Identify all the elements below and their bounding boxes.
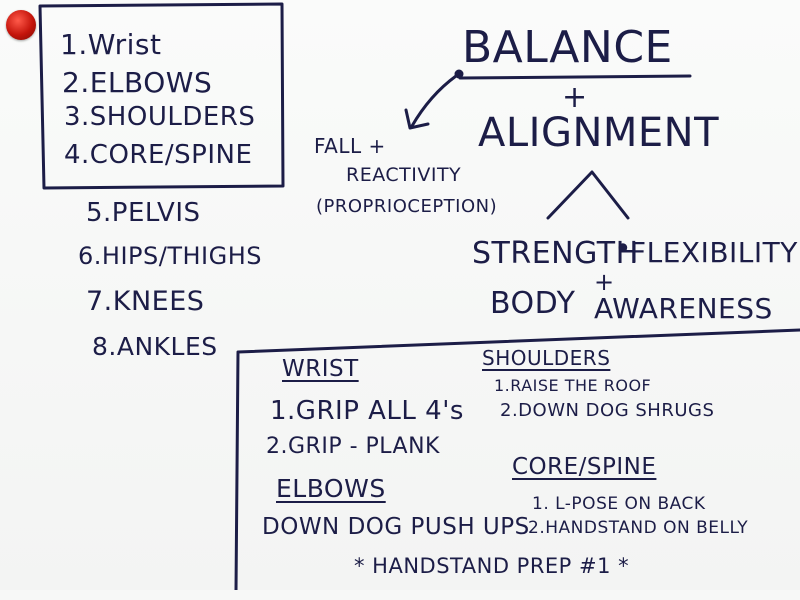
plus-sign-2: + [594,268,615,296]
fall-line-1: FALL + [314,134,386,158]
flexibility-text: FLEXIBILITY [630,236,798,269]
fraction-line [458,74,692,80]
elbows-item: DOWN DOG PUSH UPS [262,514,530,540]
list-item-1: 1.Wrist [60,28,162,61]
fall-line-3: (PROPRIOCEPTION) [316,196,498,217]
awareness-text: AWARENESS [594,292,773,325]
elbows-heading: ELBOWS [276,474,386,503]
core-item-1: 1. L-POSE ON BACK [532,494,706,514]
core-heading: CORE/SPINE [512,454,657,480]
alignment-text: ALIGNMENT [478,110,720,156]
wrist-heading: WRIST [282,356,359,382]
arrow-shaft [410,74,458,128]
wrist-item-1: 1.GRIP ALL 4's [270,396,464,426]
handstand-prep-footer: * HANDSTAND PREP #1 * [354,554,630,578]
shoulders-heading: SHOULDERS [482,346,611,370]
plus-sign: + [562,80,588,115]
list-item-2: 2.ELBOWS [62,66,213,99]
arrow-head [404,108,430,130]
strength-dot: • [614,232,633,267]
body-text: BODY [490,286,576,321]
list-box [38,2,285,190]
wrist-item-2: 2.GRIP - PLANK [266,434,440,459]
list-item-5: 5.PELVIS [86,198,201,228]
core-item-2: 2.HANDSTAND ON BELLY [528,518,749,538]
list-item-3: 3.SHOULDERS [64,102,256,132]
fall-line-2: REACTIVITY [346,164,462,186]
list-item-6: 6.HIPS/THIGHS [78,242,262,270]
list-item-7: 7.KNEES [86,286,205,317]
magnet-icon [6,10,36,40]
plan-box [234,328,800,590]
shoulders-item-1: 1.RAISE THE ROOF [494,376,652,395]
arrow-origin-dot [454,69,464,79]
shoulders-item-2: 2.DOWN DOG SHRUGS [500,400,715,421]
caret [546,170,630,220]
strength-text: STRENGTH [472,236,639,271]
list-item-4: 4.CORE/SPINE [64,140,253,170]
balance-text: BALANCE [462,22,673,73]
list-item-8: 8.ANKLES [92,332,218,361]
